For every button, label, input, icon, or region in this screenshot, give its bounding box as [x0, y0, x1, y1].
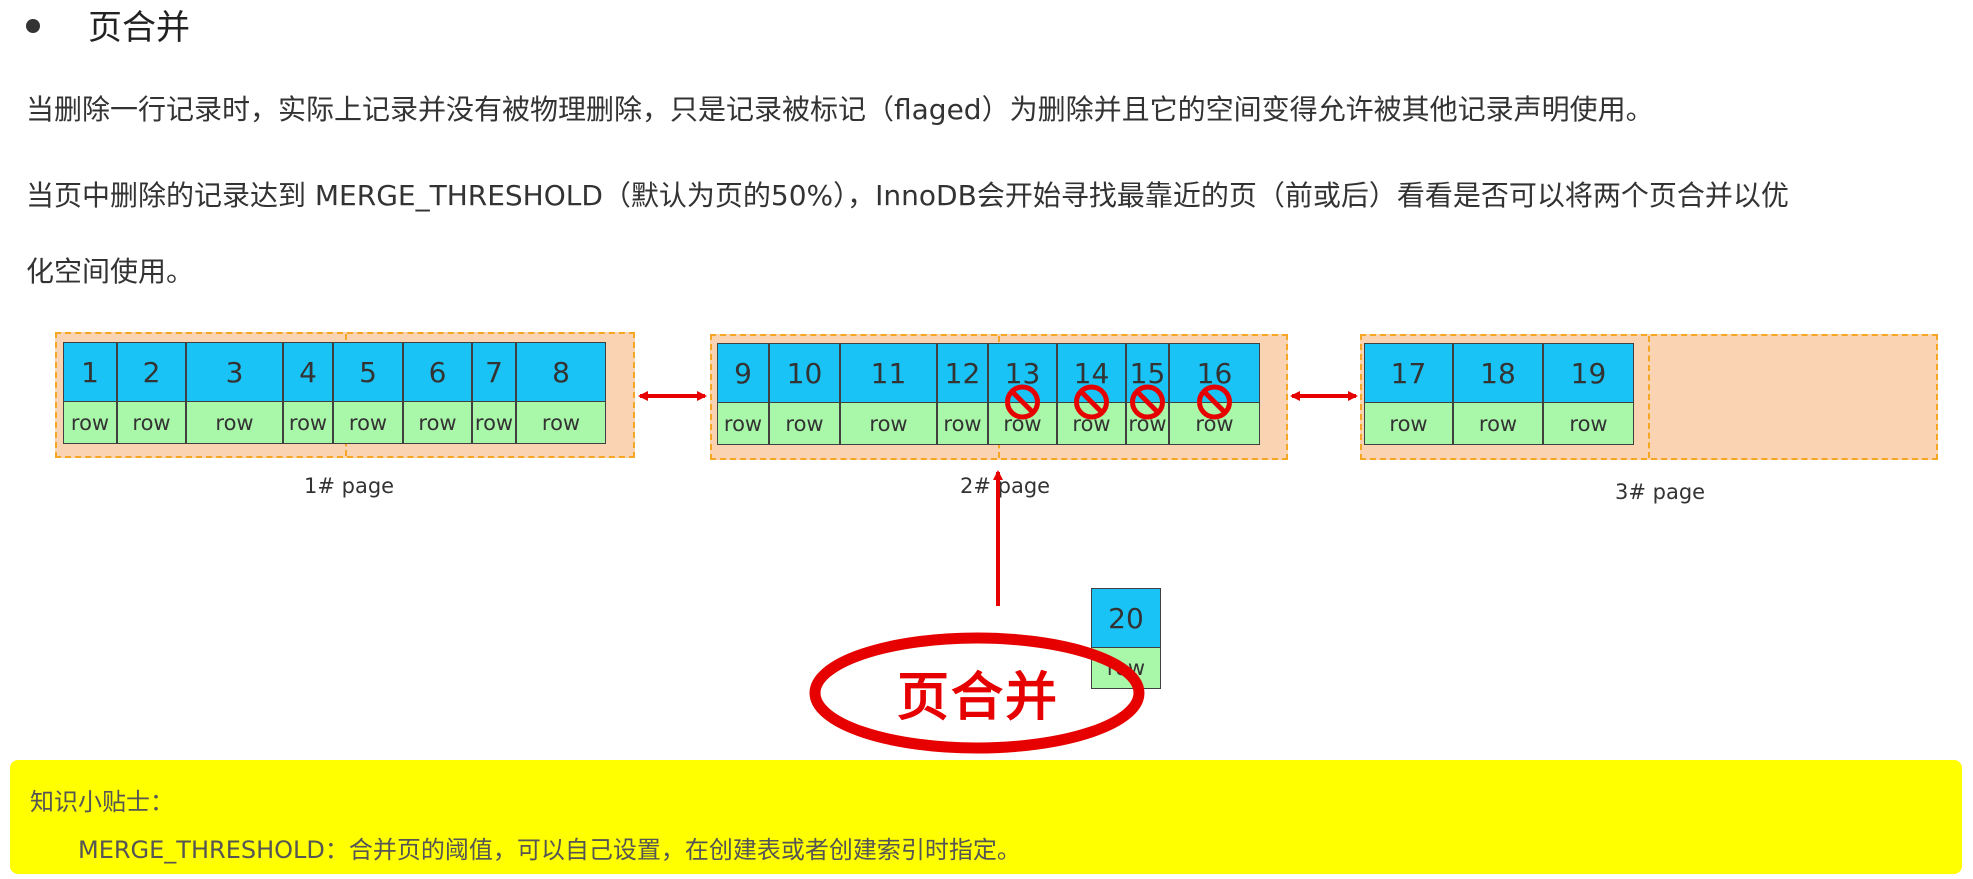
record-4-number: 4 — [283, 342, 333, 402]
paragraph-1: 当删除一行记录时，实际上记录并没有被物理删除，只是记录被标记（flaged）为删… — [26, 93, 1654, 126]
record-14-row: row — [1057, 402, 1126, 445]
page-3-divider — [1648, 336, 1650, 458]
record-13-number: 13 — [988, 343, 1057, 403]
record-17-row: row — [1364, 402, 1453, 445]
record-18-row: row — [1453, 402, 1543, 445]
record-1-row: row — [63, 401, 117, 444]
tip-title: 知识小贴士： — [30, 788, 174, 816]
delete-prohibited-icon — [1130, 384, 1165, 420]
record-7-number: 7 — [472, 342, 516, 402]
tip-box — [10, 760, 1962, 874]
record-10-number: 10 — [769, 343, 840, 403]
record-3-number: 3 — [186, 342, 283, 402]
record-20-number: 20 — [1091, 588, 1161, 648]
delete-prohibited-icon — [1197, 384, 1232, 420]
page-1-label: 1# page — [304, 474, 395, 498]
record-12-number: 12 — [937, 343, 988, 403]
record-5-row: row — [333, 401, 403, 444]
page-3-label: 3# page — [1615, 480, 1706, 504]
record-11-row: row — [840, 402, 937, 445]
record-3-row: row — [186, 401, 283, 444]
record-5-number: 5 — [333, 342, 403, 402]
record-10-row: row — [769, 402, 840, 445]
record-1-number: 1 — [63, 342, 117, 402]
section-heading-text: 页合并 — [88, 8, 190, 48]
record-9-row: row — [717, 402, 769, 445]
paragraph-3: 化空间使用。 — [26, 255, 195, 288]
delete-prohibited-icon — [1005, 384, 1040, 420]
record-7-row: row — [472, 401, 516, 444]
bullet-icon — [26, 18, 40, 33]
record-2-row: row — [117, 401, 186, 444]
record-19-row: row — [1543, 402, 1634, 445]
record-16-number: 16 — [1169, 343, 1260, 403]
callout-label: 页合并 — [897, 668, 1060, 728]
section-heading: 页合并 — [26, 0, 190, 56]
record-4-row: row — [283, 401, 333, 444]
record-8-row: row — [516, 401, 606, 444]
page-2-label: 2# page — [960, 474, 1051, 498]
callout-ellipse — [809, 632, 1145, 754]
record-13-row: row — [988, 402, 1057, 445]
delete-prohibited-icon — [1074, 384, 1109, 420]
record-14-number: 14 — [1057, 343, 1126, 403]
record-6-row: row — [403, 401, 472, 444]
paragraph-2: 当页中删除的记录达到 MERGE_THRESHOLD（默认为页的50%），Inn… — [26, 179, 1789, 212]
record-2-number: 2 — [117, 342, 186, 402]
tip-body: MERGE_THRESHOLD：合并页的阈值，可以自己设置，在创建表或者创建索引… — [78, 836, 1021, 864]
record-9-number: 9 — [717, 343, 769, 403]
record-19-number: 19 — [1543, 343, 1634, 403]
record-12-row: row — [937, 402, 988, 445]
record-18-number: 18 — [1453, 343, 1543, 403]
record-17-number: 17 — [1364, 343, 1453, 403]
record-8-number: 8 — [516, 342, 606, 402]
